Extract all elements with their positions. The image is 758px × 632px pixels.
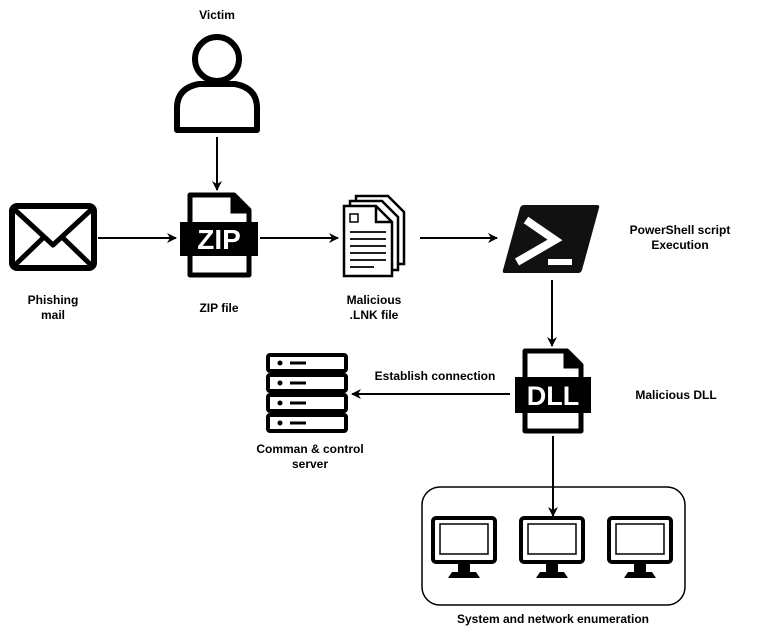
powershell-label: PowerShell script Execution bbox=[629, 223, 731, 252]
zip-file-icon: ZIP bbox=[180, 192, 258, 278]
user-icon bbox=[174, 34, 260, 133]
c2-server-label: Comman & control server bbox=[256, 442, 364, 471]
powershell-icon bbox=[502, 205, 600, 273]
dll-icon-text: DLL bbox=[527, 381, 579, 411]
envelope-icon bbox=[9, 203, 97, 271]
zip-icon-text: ZIP bbox=[197, 224, 241, 255]
zip-file-label: ZIP file bbox=[199, 301, 239, 315]
enumeration-label: System and network enumeration bbox=[456, 612, 650, 626]
establish-connection-label: Establish connection bbox=[374, 369, 496, 383]
malicious-dll-label: Malicious DLL bbox=[635, 388, 717, 402]
dll-file-icon: DLL bbox=[515, 348, 591, 434]
phishing-mail-label: Phishing mail bbox=[27, 293, 79, 322]
victim-label: Victim bbox=[199, 8, 235, 22]
monitor-icon bbox=[431, 516, 497, 578]
monitor-icon bbox=[607, 516, 673, 578]
document-icon bbox=[342, 194, 406, 278]
lnk-file-label: Malicious .LNK file bbox=[346, 293, 402, 322]
server-icon bbox=[266, 353, 348, 433]
monitor-icon bbox=[519, 516, 585, 578]
